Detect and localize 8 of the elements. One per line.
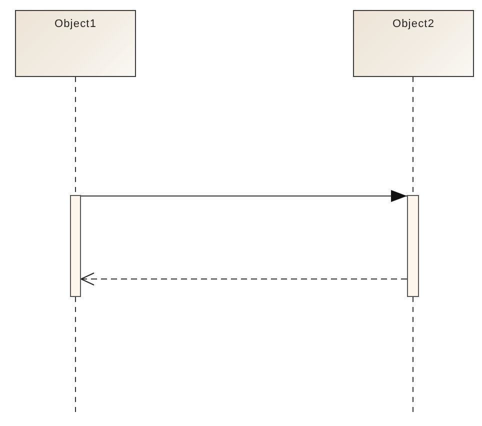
- return-message-arrow: [80, 272, 408, 286]
- object-name: Object1: [54, 18, 97, 30]
- activation-bar: [70, 195, 81, 297]
- object-box: [15, 10, 136, 77]
- message-arrow: [80, 190, 408, 202]
- object-name: Object2: [392, 18, 435, 30]
- object-box: [353, 10, 474, 77]
- activation-bar: [407, 195, 419, 297]
